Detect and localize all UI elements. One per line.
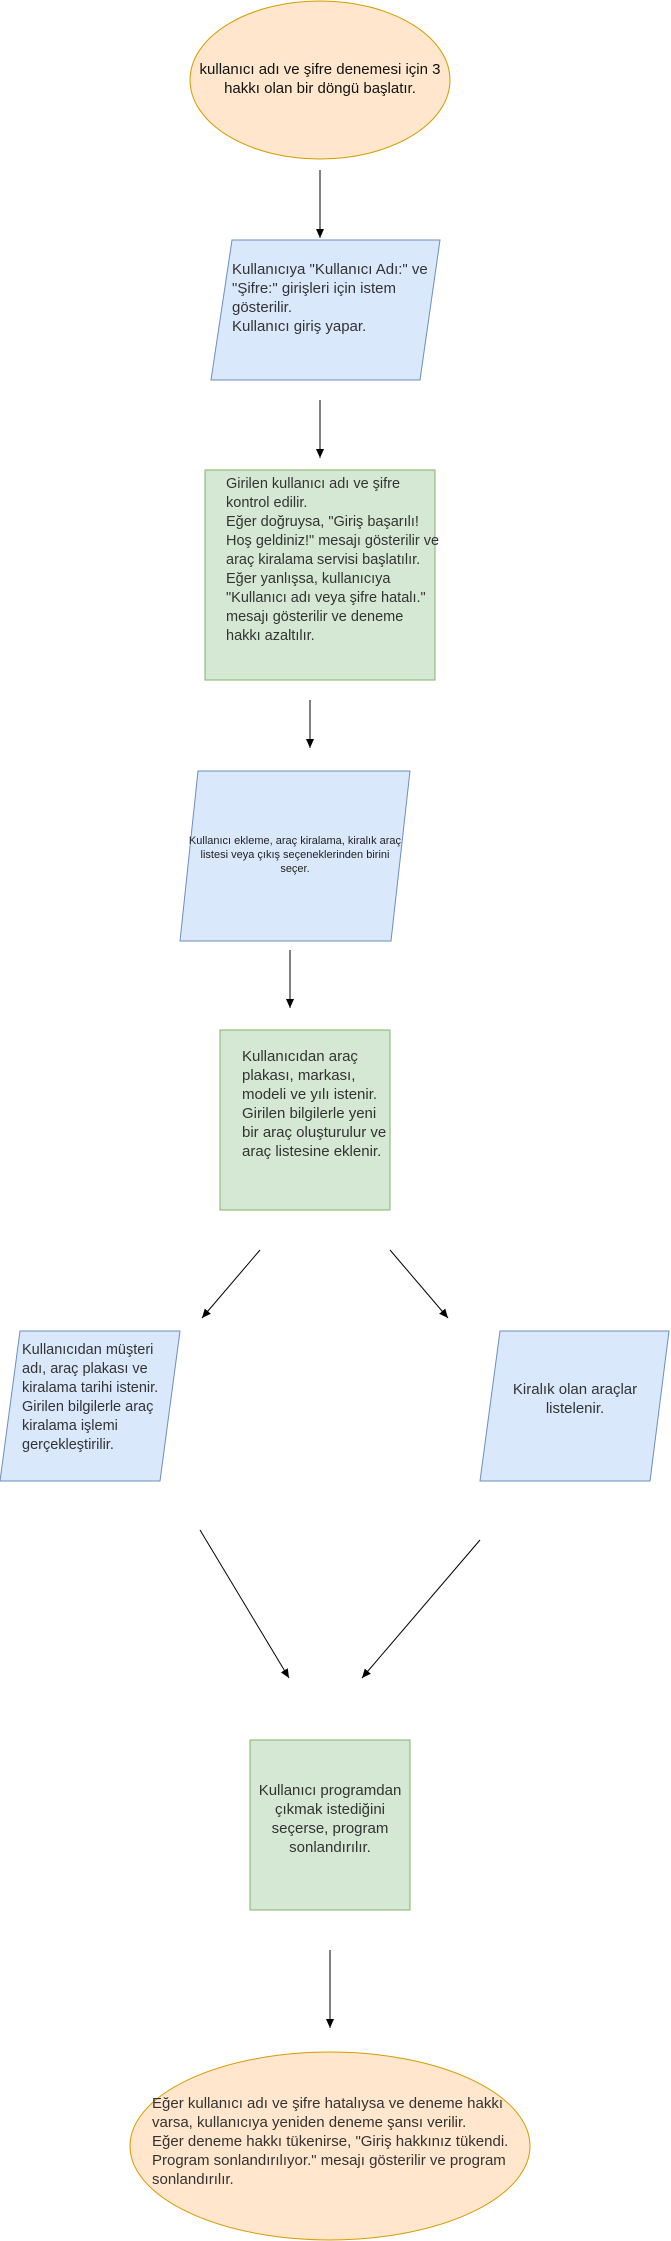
exit-rect — [249, 1739, 411, 1911]
end-ellipse — [129, 2051, 531, 2241]
arrow-add-vehicle-to-rent — [201, 1249, 261, 1319]
add-vehicle-rect — [219, 1029, 391, 1211]
arrow-add-vehicle-to-list — [389, 1249, 449, 1319]
exit-label: Kullanıcı programdan çıkmak istediğini s… — [258, 1782, 402, 1856]
start-label: kullanıcı adı ve şifre denemesi için 3 h… — [199, 61, 441, 97]
rent-vehicle-label: Kullanıcıdan müşteri adı, araç plakası v… — [22, 1342, 159, 1453]
list-rented-label: Kiralık olan araçlar listelenir. — [512, 1381, 638, 1417]
add-vehicle-label: Kullanıcıdan araç plakası, markası, mode… — [242, 1048, 387, 1160]
rent-vehicle-parallelogram — [0, 1330, 181, 1482]
menu-choice-label: Kullanıcı ekleme, araç kiralama, kiralık… — [188, 835, 402, 875]
login-check-label: Girilen kullanıcı adı ve şifre kontrol e… — [226, 476, 440, 644]
menu-choice-parallelogram — [179, 770, 411, 942]
login-input-label: Kullanıcıya "Kullanıcı Adı:" ve "Şifre:"… — [232, 261, 428, 335]
arrow-list-to-exit — [361, 1539, 481, 1679]
arrow-rent-to-exit — [199, 1529, 290, 1679]
list-rented-parallelogram — [479, 1330, 670, 1482]
start-ellipse — [189, 0, 451, 160]
end-label: Eğer kullanıcı adı ve şifre hatalıysa ve… — [152, 2095, 509, 2188]
login-check-rect — [204, 469, 436, 681]
login-input-parallelogram — [210, 239, 441, 381]
